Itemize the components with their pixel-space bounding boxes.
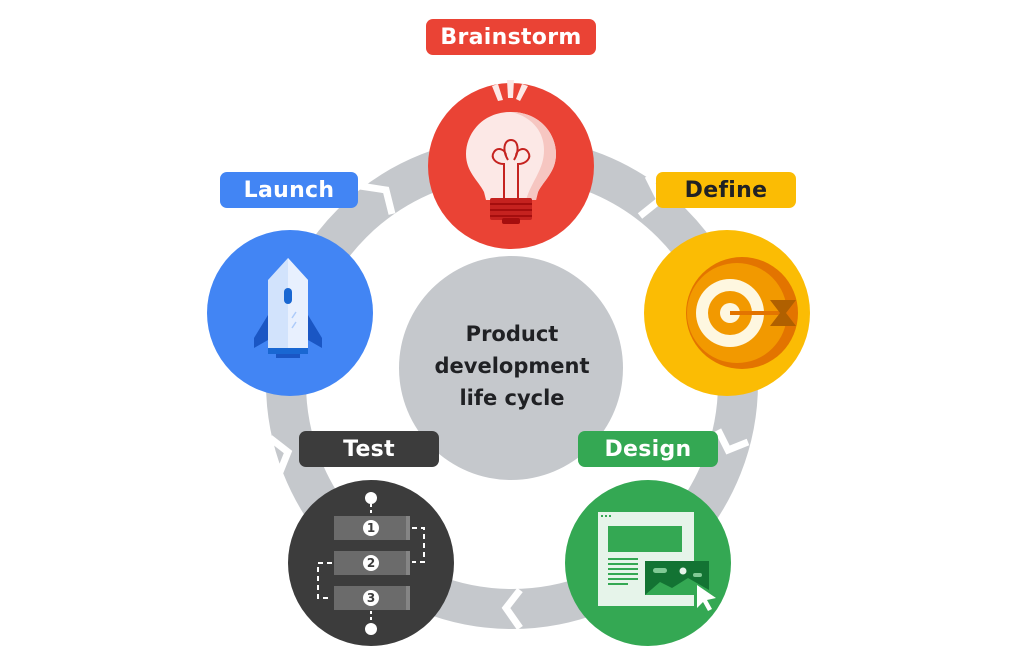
center-title-line: life cycle: [459, 386, 565, 410]
ring-arrow-notch: [501, 587, 523, 631]
ring-arrow-notch: [359, 182, 396, 215]
numbered-steps-icon: [317, 492, 425, 635]
rocket-icon: [254, 258, 322, 358]
test-step-number: 3: [366, 591, 376, 605]
lightbulb-icon: [466, 80, 556, 224]
web-layout-cursor-icon: [598, 512, 716, 611]
stage-label-design: Design: [578, 431, 718, 467]
test-step-number: 2: [366, 556, 376, 570]
stage-label-brainstorm: Brainstorm: [426, 19, 596, 55]
center-title-line: development: [434, 354, 590, 378]
stage-label-launch: Launch: [220, 172, 358, 208]
center-title: Product development life cycle: [402, 318, 622, 414]
ring-arrow-notch: [714, 428, 750, 455]
stage-label-test: Test: [299, 431, 439, 467]
center-title-line: Product: [465, 322, 559, 346]
ring-arrow-notch: [267, 435, 293, 474]
test-step-number: 1: [366, 521, 376, 535]
target-arrow-icon: [686, 257, 798, 369]
stage-label-define: Define: [656, 172, 796, 208]
